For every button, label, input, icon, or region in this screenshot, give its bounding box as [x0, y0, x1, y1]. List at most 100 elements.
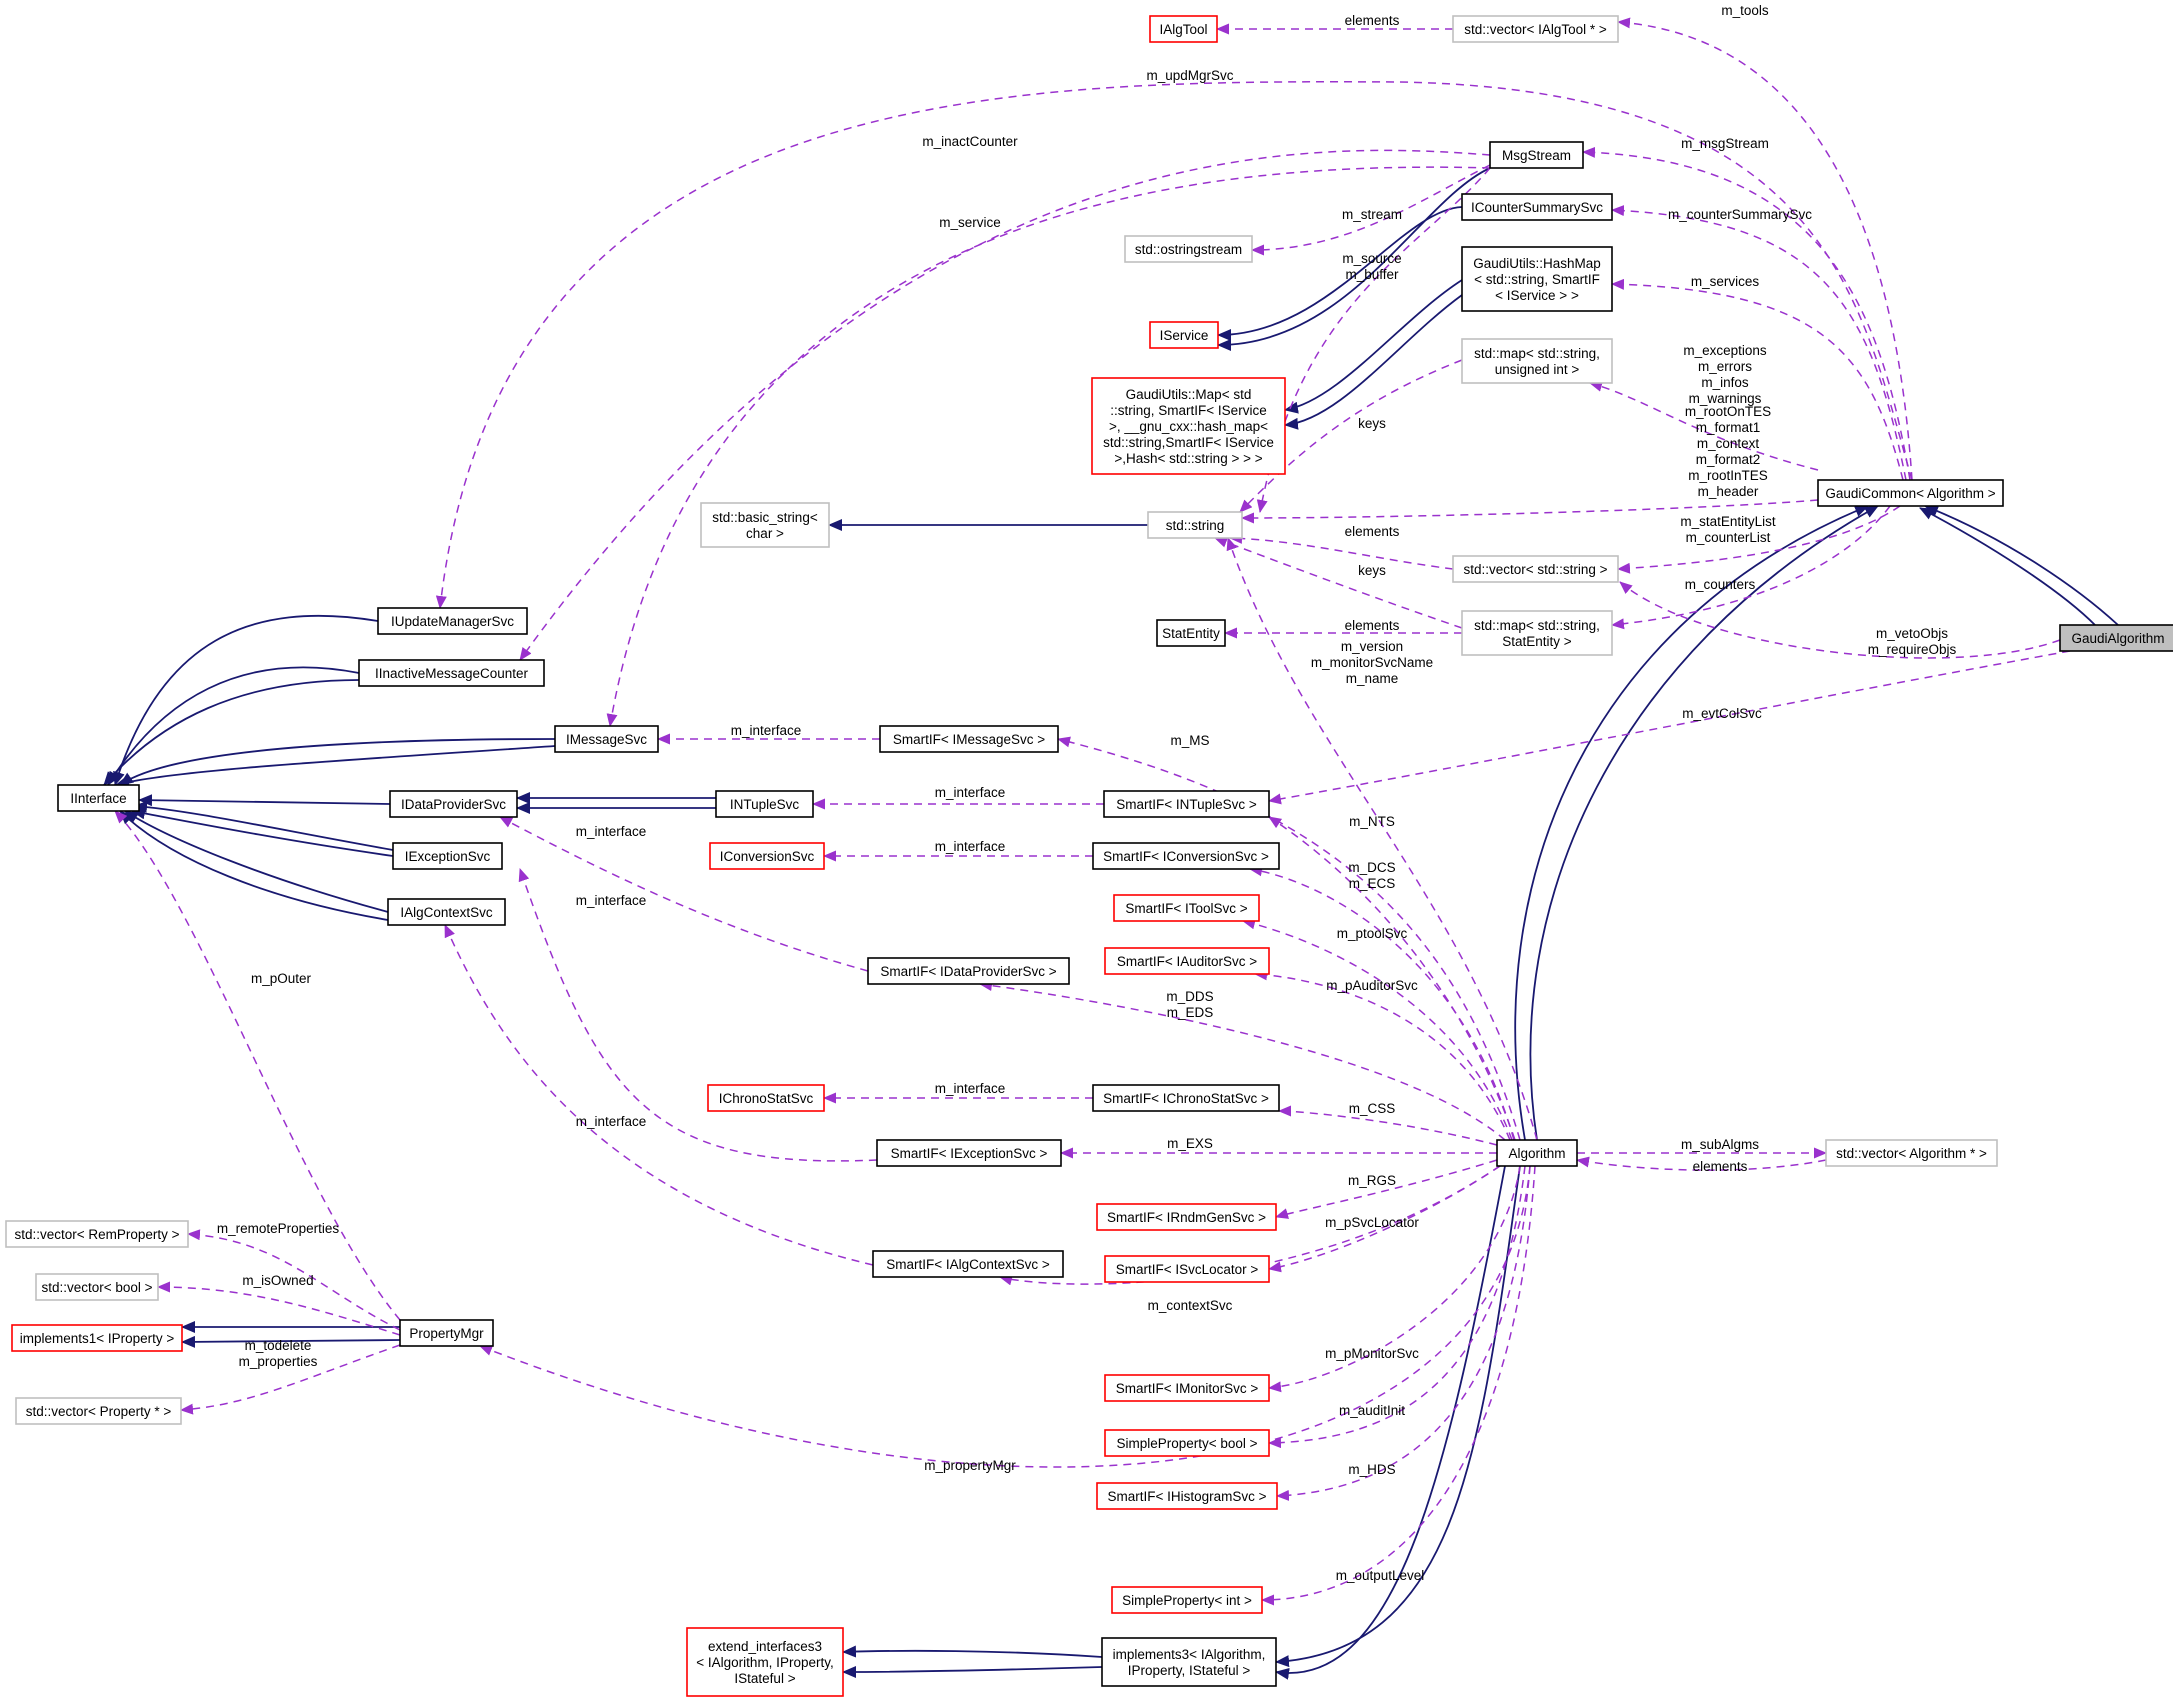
class-node-propertymgr[interactable]: PropertyMgr — [399, 1319, 494, 1347]
class-node-gaudi-common[interactable]: GaudiCommon< Algorithm > — [1817, 479, 2004, 507]
class-node-statentity[interactable]: StatEntity — [1156, 619, 1226, 647]
class-node-basic-string[interactable]: std::basic_string<char > — [700, 502, 830, 548]
class-node-iexceptionsvc[interactable]: IExceptionSvc — [392, 842, 503, 870]
class-node-gaudi-algorithm[interactable]: GaudiAlgorithm — [2059, 624, 2173, 652]
usage-edge — [1268, 1165, 1501, 1273]
class-node-ialgcontextsvc[interactable]: IAlgContextSvc — [387, 898, 506, 926]
node-label: GaudiAlgorithm — [2071, 631, 2164, 646]
edge-label: m_interface — [731, 723, 802, 738]
node-box — [1103, 790, 1270, 818]
node-label: < IAlgorithm, IProperty, — [696, 1655, 833, 1670]
class-node-vec-algorithm[interactable]: std::vector< Algorithm * > — [1825, 1139, 1998, 1167]
node-label: SmartIF< IHistogramSvc > — [1107, 1489, 1266, 1504]
node-box — [1104, 1429, 1270, 1457]
class-node-smartif-iauditorsvc[interactable]: SmartIF< IAuditorSvc > — [1104, 947, 1270, 975]
class-node-vec-string[interactable]: std::vector< std::string > — [1452, 555, 1619, 583]
node-box — [399, 1319, 494, 1347]
class-node-map-string-uint[interactable]: std::map< std::string,unsigned int > — [1461, 338, 1613, 384]
class-node-smartif-itoolsvc[interactable]: SmartIF< IToolSvc > — [1113, 894, 1260, 922]
node-label: std::string — [1166, 518, 1225, 533]
class-node-vec-remproperty[interactable]: std::vector< RemProperty > — [5, 1220, 189, 1248]
edge-label: m_NTS — [1349, 814, 1395, 829]
class-node-ialgtool[interactable]: IAlgTool — [1149, 15, 1218, 43]
edge-label: elements — [1693, 1159, 1748, 1174]
node-box — [1496, 1139, 1578, 1167]
class-node-smartif-ialgcontextsvc[interactable]: SmartIF< IAlgContextSvc > — [872, 1250, 1064, 1278]
edge-label: m_outputLevel — [1336, 1568, 1425, 1583]
class-node-vec-ialgtool[interactable]: std::vector< IAlgTool * > — [1452, 15, 1619, 43]
node-box — [1461, 610, 1613, 656]
class-node-ostringstream[interactable]: std::ostringstream — [1124, 235, 1253, 263]
inheritance-edge — [119, 738, 556, 786]
class-node-smartif-idataprovidersvc[interactable]: SmartIF< IDataProviderSvc > — [867, 957, 1070, 985]
class-node-implements3[interactable]: implements3< IAlgorithm,IProperty, IStat… — [1101, 1637, 1277, 1687]
class-node-smartif-intuplesvc[interactable]: SmartIF< INTupleSvc > — [1103, 790, 1270, 818]
node-label: IChronoStatSvc — [719, 1091, 814, 1106]
class-node-smartif-imessagesvc[interactable]: SmartIF< IMessageSvc > — [879, 725, 1059, 753]
class-node-implements1[interactable]: implements1< IProperty > — [11, 1324, 183, 1352]
edge-label: m_properties — [239, 1354, 318, 1369]
node-label: IInactiveMessageCounter — [375, 666, 529, 681]
class-node-simpleproperty-bool[interactable]: SimpleProperty< bool > — [1104, 1429, 1270, 1457]
class-node-iinactivemessagecounter[interactable]: IInactiveMessageCounter — [358, 659, 545, 687]
class-node-smartif-irndmgensvc[interactable]: SmartIF< IRndmGenSvc > — [1096, 1203, 1277, 1231]
class-node-imessagesvc[interactable]: IMessageSvc — [554, 725, 659, 753]
class-node-map-string-statentity[interactable]: std::map< std::string,StatEntity > — [1461, 610, 1613, 656]
class-node-gaudiutils-map[interactable]: GaudiUtils::Map< std::string, SmartIF< I… — [1091, 377, 1286, 475]
class-node-iservice[interactable]: IService — [1149, 321, 1219, 349]
class-node-iupdatemanagersvc[interactable]: IUpdateManagerSvc — [377, 607, 528, 635]
class-node-extend-interfaces3[interactable]: extend_interfaces3< IAlgorithm, IPropert… — [686, 1627, 844, 1697]
inheritance-edge — [124, 810, 389, 913]
edge-label: m_service — [939, 215, 1001, 230]
class-node-iconversionsvc[interactable]: IConversionSvc — [709, 842, 825, 870]
node-label: std::string,SmartIF< IService — [1103, 435, 1274, 450]
class-node-smartif-iexceptionsvc[interactable]: SmartIF< IExceptionSvc > — [876, 1139, 1062, 1167]
class-node-smartif-ihistogramsvc[interactable]: SmartIF< IHistogramSvc > — [1096, 1482, 1278, 1510]
class-node-smartif-isvclocator[interactable]: SmartIF< ISvcLocator > — [1104, 1255, 1270, 1283]
node-label: IMessageSvc — [566, 732, 647, 747]
node-box — [35, 1273, 159, 1301]
edge-label: m_format2 — [1696, 452, 1761, 467]
usage-edge — [1254, 969, 1511, 1141]
class-node-smartif-iconversionsvc[interactable]: SmartIF< IConversionSvc > — [1092, 842, 1280, 870]
edge-label: m_pOuter — [251, 971, 312, 986]
class-node-icountersummarysvc[interactable]: ICounterSummarySvc — [1461, 193, 1613, 221]
node-box — [1092, 842, 1280, 870]
class-node-simpleproperty-int[interactable]: SimpleProperty< int > — [1111, 1586, 1263, 1614]
edge-label: m_infos — [1701, 375, 1749, 390]
node-box — [1825, 1139, 1998, 1167]
node-label: std::vector< std::string > — [1463, 562, 1607, 577]
node-label: GaudiUtils::Map< std — [1126, 387, 1252, 402]
edge-label: m_HDS — [1348, 1462, 1395, 1477]
edge-label: m_vetoObjs — [1876, 626, 1948, 641]
class-node-idataprovidersvc[interactable]: IDataProviderSvc — [389, 790, 518, 818]
class-node-smartif-imonitorsvc[interactable]: SmartIF< IMonitorSvc > — [1104, 1374, 1270, 1402]
class-node-std-string[interactable]: std::string — [1147, 511, 1243, 539]
node-box — [1113, 894, 1260, 922]
class-node-hashmap[interactable]: GaudiUtils::HashMap< std::string, SmartI… — [1461, 246, 1613, 312]
class-node-smartif-ichronostatsvc[interactable]: SmartIF< IChronoStatSvc > — [1092, 1084, 1280, 1112]
node-box — [358, 659, 545, 687]
node-box — [879, 725, 1059, 753]
edge-label: m_DDS — [1166, 989, 1213, 1004]
class-node-msgstream[interactable]: MsgStream — [1489, 141, 1584, 169]
edge-label: m_format1 — [1696, 420, 1761, 435]
node-box — [1489, 141, 1584, 169]
inheritance-edge — [103, 679, 360, 786]
node-label: std::basic_string< — [712, 510, 818, 525]
class-node-ichronostatsvc[interactable]: IChronoStatSvc — [707, 1084, 825, 1112]
node-label: SmartIF< IRndmGenSvc > — [1107, 1210, 1266, 1225]
inheritance-edge — [113, 614, 379, 786]
node-box — [700, 502, 830, 548]
node-label: SmartIF< IChronoStatSvc > — [1103, 1091, 1269, 1106]
node-box — [1147, 511, 1243, 539]
node-label: IAlgTool — [1159, 22, 1207, 37]
class-node-vec-bool[interactable]: std::vector< bool > — [35, 1273, 159, 1301]
class-node-algorithm[interactable]: Algorithm — [1496, 1139, 1578, 1167]
class-node-iinterface[interactable]: IInterface — [57, 784, 140, 812]
class-node-vec-property[interactable]: std::vector< Property * > — [15, 1397, 182, 1425]
edge-label: m_source — [1342, 251, 1401, 266]
class-node-intuplesvc[interactable]: INTupleSvc — [715, 790, 814, 818]
usage-edge — [1251, 164, 1491, 256]
